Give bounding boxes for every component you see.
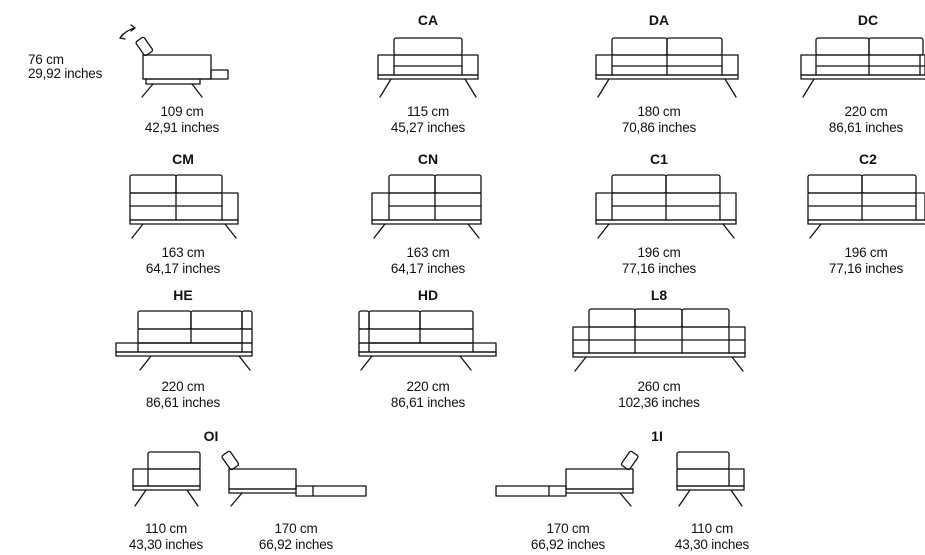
width-inches: 86,61 inches xyxy=(145,395,221,410)
module-code: DA xyxy=(648,12,670,28)
width-cm: 180 cm xyxy=(637,104,681,119)
width-inches: 64,17 inches xyxy=(145,261,221,276)
width-cm: 220 cm xyxy=(406,379,450,394)
module-cm-drawing xyxy=(129,174,239,239)
module-code: CN xyxy=(417,151,439,167)
module-code: L8 xyxy=(650,287,668,303)
width-cm: 196 cm xyxy=(637,245,681,260)
width-cm: 220 cm xyxy=(161,379,205,394)
module-dimensions: 180 cm 70,86 inches xyxy=(622,104,696,136)
height-cm-label: 76 cm xyxy=(28,52,64,67)
width-inches: 66,92 inches xyxy=(530,537,606,552)
module-code: CM xyxy=(172,151,194,167)
module-cn-drawing xyxy=(371,174,482,239)
width-cm: 110 cm xyxy=(144,521,188,536)
width-inches: 42,91 inches xyxy=(144,120,220,135)
side-profile-drawing xyxy=(119,24,229,98)
module-he-drawing xyxy=(115,310,253,371)
module-code: C2 xyxy=(859,151,877,167)
height-inches-label: 29,92 inches xyxy=(28,66,103,81)
module-dimensions: 196 cm 77,16 inches xyxy=(622,245,696,277)
module-code: 1I xyxy=(651,428,663,444)
module-ca-drawing xyxy=(377,37,479,98)
width-inches: 77,16 inches xyxy=(621,261,697,276)
width-inches: 102,36 inches xyxy=(618,395,700,410)
width-inches: 70,86 inches xyxy=(621,120,697,135)
module-c1-drawing xyxy=(595,174,737,239)
module-dimensions: 170 cm 66,92 inches xyxy=(259,521,333,553)
width-cm: 163 cm xyxy=(406,245,450,260)
module-dc-drawing xyxy=(800,37,925,98)
module-dimensions: 220 cm 86,61 inches xyxy=(391,379,465,411)
width-cm: 170 cm xyxy=(546,521,590,536)
width-cm: 115 cm xyxy=(406,104,450,119)
width-inches: 86,61 inches xyxy=(390,395,466,410)
module-dimensions: 110 cm 43,30 inches xyxy=(129,521,203,553)
width-cm: 110 cm xyxy=(690,521,734,536)
module-c2-drawing xyxy=(807,174,925,239)
module-code: CA xyxy=(417,12,439,28)
module-code: DC xyxy=(857,12,879,28)
module-dimensions: 170 cm 66,92 inches xyxy=(531,521,605,553)
width-inches: 43,30 inches xyxy=(674,537,750,552)
module-1i-chaise-drawing xyxy=(495,450,639,507)
width-inches: 43,30 inches xyxy=(128,537,204,552)
module-dimensions: 260 cm 102,36 inches xyxy=(618,379,700,411)
module-code: C1 xyxy=(650,151,668,167)
module-dimensions: 220 cm 86,61 inches xyxy=(829,104,903,136)
module-1i-chair-drawing xyxy=(676,451,745,507)
module-oi-chair-drawing xyxy=(132,451,201,507)
module-dimensions: 163 cm 64,17 inches xyxy=(391,245,465,277)
module-dimensions: 196 cm 77,16 inches xyxy=(829,245,903,277)
width-cm: 196 cm xyxy=(844,245,888,260)
module-hd-drawing xyxy=(358,310,497,371)
module-oi-chaise-drawing xyxy=(221,450,367,507)
module-dimensions: 220 cm 86,61 inches xyxy=(146,379,220,411)
width-cm: 170 cm xyxy=(274,521,318,536)
module-code: HD xyxy=(417,287,439,303)
module-da-drawing xyxy=(595,37,739,98)
width-inches: 45,27 inches xyxy=(390,120,466,135)
width-cm: 220 cm xyxy=(844,104,888,119)
module-dimensions: 109 cm 42,91 inches xyxy=(145,104,219,136)
width-cm: 109 cm xyxy=(160,104,204,119)
module-dimensions: 110 cm 43,30 inches xyxy=(675,521,749,553)
module-code: HE xyxy=(173,287,193,303)
module-code: OI xyxy=(203,428,219,444)
width-inches: 64,17 inches xyxy=(390,261,466,276)
width-inches: 77,16 inches xyxy=(828,261,904,276)
width-inches: 86,61 inches xyxy=(828,120,904,135)
width-inches: 66,92 inches xyxy=(258,537,334,552)
module-dimensions: 115 cm 45,27 inches xyxy=(391,104,465,136)
width-cm: 260 cm xyxy=(637,379,681,394)
width-cm: 163 cm xyxy=(161,245,205,260)
module-dimensions: 163 cm 64,17 inches xyxy=(146,245,220,277)
module-l8-drawing xyxy=(572,308,746,372)
